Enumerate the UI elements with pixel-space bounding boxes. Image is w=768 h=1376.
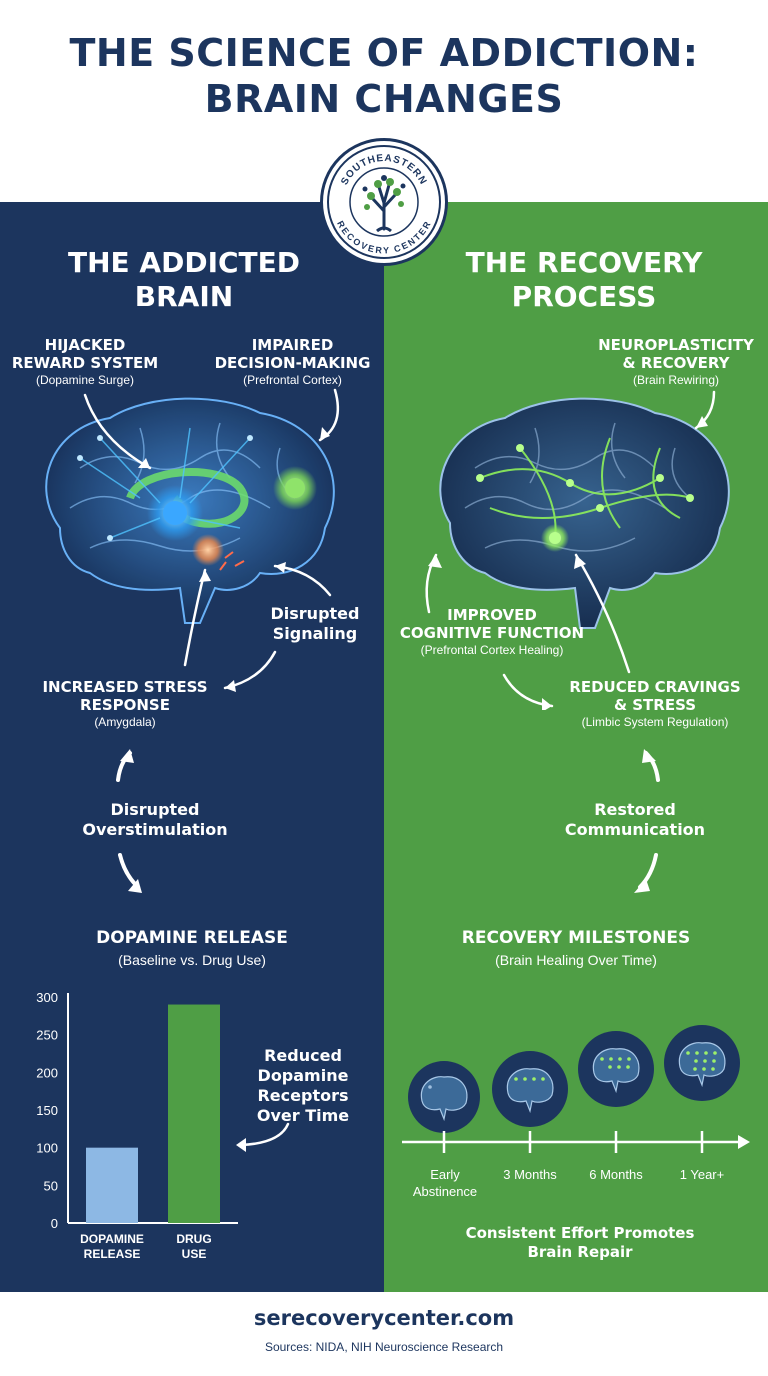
neuro-line-1: NEUROPLASTICITY	[598, 336, 754, 354]
signaling-line-1: Disrupted	[270, 604, 360, 623]
dopamine-chart-title: DOPAMINE RELEASE	[96, 928, 288, 948]
neuroplasticity-label: NEUROPLASTICITY & RECOVERY (Brain Rewiri…	[590, 336, 762, 388]
addicted-arrows	[83, 388, 340, 692]
svg-text:SOUTHEASTERN: SOUTHEASTERN	[339, 153, 428, 187]
addicted-brain-icon	[45, 397, 335, 624]
decision-sub: (Prefrontal Cortex)	[243, 373, 342, 387]
milestone-1-year: 1 Year+	[660, 1166, 744, 1183]
reward-line-2: REWARD SYSTEM	[11, 354, 159, 372]
improved-cognitive-label: IMPROVED COGNITIVE FUNCTION (Prefrontal …	[392, 606, 592, 658]
overstimulation-arrows	[116, 749, 142, 893]
title-line-1: THE SCIENCE OF ADDICTION:	[69, 31, 699, 75]
y-tick-label: 200	[36, 1065, 58, 1080]
recovery-center-logo: SOUTHEASTERN RECOVERY CENTER	[320, 138, 448, 266]
disrupted-signaling-label: Disrupted Signaling	[255, 604, 375, 644]
x-tick-label: DOPAMINE	[80, 1232, 144, 1246]
milestone-3-months: 3 Months	[488, 1166, 572, 1183]
restored-communication-label: Restored Communication	[520, 800, 750, 840]
tagline-line-1: Consistent Effort Promotes	[465, 1224, 695, 1242]
x-tick-label: DRUG	[176, 1232, 211, 1246]
title-line-2: BRAIN CHANGES	[204, 77, 564, 121]
sources-note: Sources: NIDA, NIH Neuroscience Research	[264, 1340, 504, 1354]
milestone-6-months: 6 Months	[574, 1166, 658, 1183]
x-tick-label: RELEASE	[84, 1247, 141, 1261]
cognitive-sub: (Prefrontal Cortex Healing)	[420, 643, 564, 657]
reduced-cravings-label: REDUCED CRAVINGS & STRESS (Limbic System…	[560, 678, 750, 730]
stress-line-2: RESPONSE	[80, 696, 170, 714]
arrow-stress-to-amygdala	[183, 568, 207, 667]
reward-sub: (Dopamine Surge)	[35, 373, 135, 387]
impaired-decision-label: IMPAIRED DECISION-MAKING (Prefrontal Cor…	[205, 336, 380, 388]
milestone-brain-icon	[664, 1025, 740, 1101]
hijacked-reward-label: HIJACKED REWARD SYSTEM (Dopamine Surge)	[0, 336, 170, 388]
recovery-brain-icon	[439, 397, 730, 629]
signaling-line-2: Signaling	[272, 624, 358, 643]
note-line-1: Reduced	[264, 1046, 342, 1065]
y-tick-label: 250	[36, 1028, 58, 1043]
recovery-arrows	[425, 390, 716, 710]
addicted-heading-line-1: THE ADDICTED	[68, 246, 300, 279]
bar-dopamine-release	[86, 1147, 138, 1223]
milestones-title: RECOVERY MILESTONES	[461, 928, 691, 948]
bar-drug-use	[168, 1004, 220, 1223]
disrupted-overstimulation-label: Disrupted Overstimulation	[40, 800, 270, 840]
recovery-tagline: Consistent Effort Promotes Brain Repair	[420, 1224, 740, 1262]
overstim-line-1: Disrupted	[110, 800, 200, 819]
stress-line-1: INCREASED STRESS	[42, 678, 208, 696]
milestone-brain-icon	[408, 1061, 480, 1133]
milestone-early-line-2: Abstinence	[412, 1184, 478, 1199]
y-tick-label: 50	[44, 1178, 58, 1193]
note-line-4: Over Time	[256, 1106, 350, 1125]
milestone-6m-line-1: 6 Months	[589, 1167, 643, 1182]
y-tick-label: 0	[51, 1216, 58, 1231]
arrow-cravings-to-limbic	[574, 553, 631, 674]
y-tick-label: 150	[36, 1103, 58, 1118]
milestone-early-line-1: Early	[430, 1167, 460, 1182]
milestone-1y-line-1: 1 Year+	[679, 1167, 725, 1182]
neuro-sub: (Brain Rewiring)	[632, 373, 720, 387]
note-arrow	[236, 1122, 290, 1152]
addicted-heading-line-2: BRAIN	[134, 280, 234, 313]
milestone-early: Early Abstinence	[400, 1166, 490, 1200]
communication-arrows	[634, 749, 660, 893]
milestone-3m-line-1: 3 Months	[503, 1167, 557, 1182]
page-title: THE SCIENCE OF ADDICTION: BRAIN CHANGES	[0, 30, 768, 122]
x-tick-label: USE	[182, 1247, 207, 1261]
dopamine-chart-subtitle: (Baseline vs. Drug Use)	[118, 952, 266, 968]
milestones-subtitle: (Brain Healing Over Time)	[495, 952, 657, 968]
note-line-3: Receptors	[257, 1086, 349, 1105]
reward-line-1: HIJACKED	[44, 336, 126, 354]
cognitive-line-1: IMPROVED	[447, 606, 537, 624]
recovery-process-heading: THE RECOVERY PROCESS	[400, 246, 768, 314]
y-tick-label: 300	[36, 990, 58, 1005]
overstim-line-2: Overstimulation	[82, 820, 228, 839]
note-line-2: Dopamine	[257, 1066, 349, 1085]
increased-stress-label: INCREASED STRESS RESPONSE (Amygdala)	[20, 678, 230, 730]
website-url[interactable]: serecoverycenter.com	[253, 1306, 515, 1330]
cravings-sub: (Limbic System Regulation)	[581, 715, 729, 729]
restored-line-2: Communication	[564, 820, 706, 839]
tagline-line-2: Brain Repair	[527, 1243, 633, 1261]
stress-sub: (Amygdala)	[94, 715, 156, 729]
logo-top-text: SOUTHEASTERN	[339, 153, 427, 187]
cravings-line-2: & STRESS	[613, 696, 697, 714]
neuro-line-2: & RECOVERY	[622, 354, 730, 372]
addicted-brain-heading: THE ADDICTED BRAIN	[0, 246, 368, 314]
milestone-brain-icon	[578, 1031, 654, 1107]
recovery-heading-line-1: THE RECOVERY	[465, 246, 703, 279]
recovery-heading-line-2: PROCESS	[511, 280, 657, 313]
restored-line-1: Restored	[594, 800, 676, 819]
cognitive-line-2: COGNITIVE FUNCTION	[399, 624, 585, 642]
tree-logo-icon: SOUTHEASTERN RECOVERY CENTER	[327, 145, 441, 259]
milestones-timeline	[402, 1025, 750, 1153]
arrow-to-reward	[83, 393, 152, 470]
cravings-line-1: REDUCED CRAVINGS	[569, 678, 741, 696]
reduced-receptors-note: Reduced Dopamine Receptors Over Time	[238, 1046, 368, 1126]
decision-line-2: DECISION-MAKING	[214, 354, 371, 372]
milestone-brain-icon	[492, 1051, 568, 1127]
y-tick-label: 100	[36, 1141, 58, 1156]
decision-line-1: IMPAIRED	[251, 336, 334, 354]
